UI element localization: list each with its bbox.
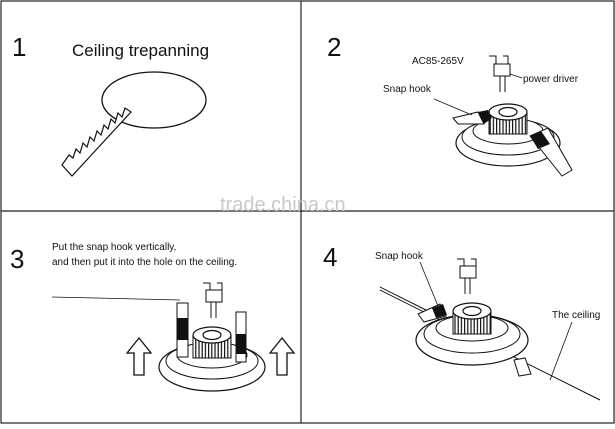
panel-4-number: 4 [323, 242, 337, 272]
snap-hook-pointer-line [419, 261, 439, 307]
ceiling-hole-outline [101, 71, 207, 129]
power-driver-box [205, 289, 223, 303]
snap-hook-right [513, 357, 532, 377]
panel-3-number: 3 [10, 244, 24, 274]
panel-1: 1 Ceiling trepanning [12, 32, 209, 177]
downlight-fixture [415, 302, 529, 366]
instruction-line-1: Put the snap hook vertically, [52, 242, 176, 253]
input-wire [489, 55, 497, 64]
panel-2: 2 AC85-265V power driver Snap hook [327, 32, 579, 177]
panel-1-number: 1 [12, 32, 26, 62]
power-driver-box [493, 63, 511, 77]
ceiling-pointer-line [549, 321, 573, 381]
snap-hook-pointer-line [433, 98, 473, 116]
up-arrow-icon [125, 336, 153, 376]
downlight-fixture [158, 326, 266, 392]
power-driver-label: power driver [523, 74, 579, 85]
power-driver-box [459, 265, 477, 279]
watermark: trade.china.cn [220, 194, 346, 216]
ceiling-label: The ceiling [552, 310, 600, 321]
voltage-label: AC85-265V [412, 56, 464, 67]
snap-hook-pointer-line [51, 296, 181, 301]
downlight-fixture [455, 103, 561, 167]
panel-4: 4 Snap hook The ceiling [323, 242, 600, 401]
instruction-line-2: and then put it into the hole on the cei… [52, 257, 237, 268]
panel-3: 3 Put the snap hook vertically, and then… [10, 242, 296, 392]
snap-hook-label: Snap hook [383, 84, 432, 95]
panel-1-title: Ceiling trepanning [72, 41, 209, 60]
saw-icon [61, 107, 132, 177]
snap-hook-label: Snap hook [375, 251, 424, 262]
up-arrow-icon [268, 336, 296, 376]
driver-pointer-line [509, 73, 523, 79]
panel-2-number: 2 [327, 32, 341, 62]
